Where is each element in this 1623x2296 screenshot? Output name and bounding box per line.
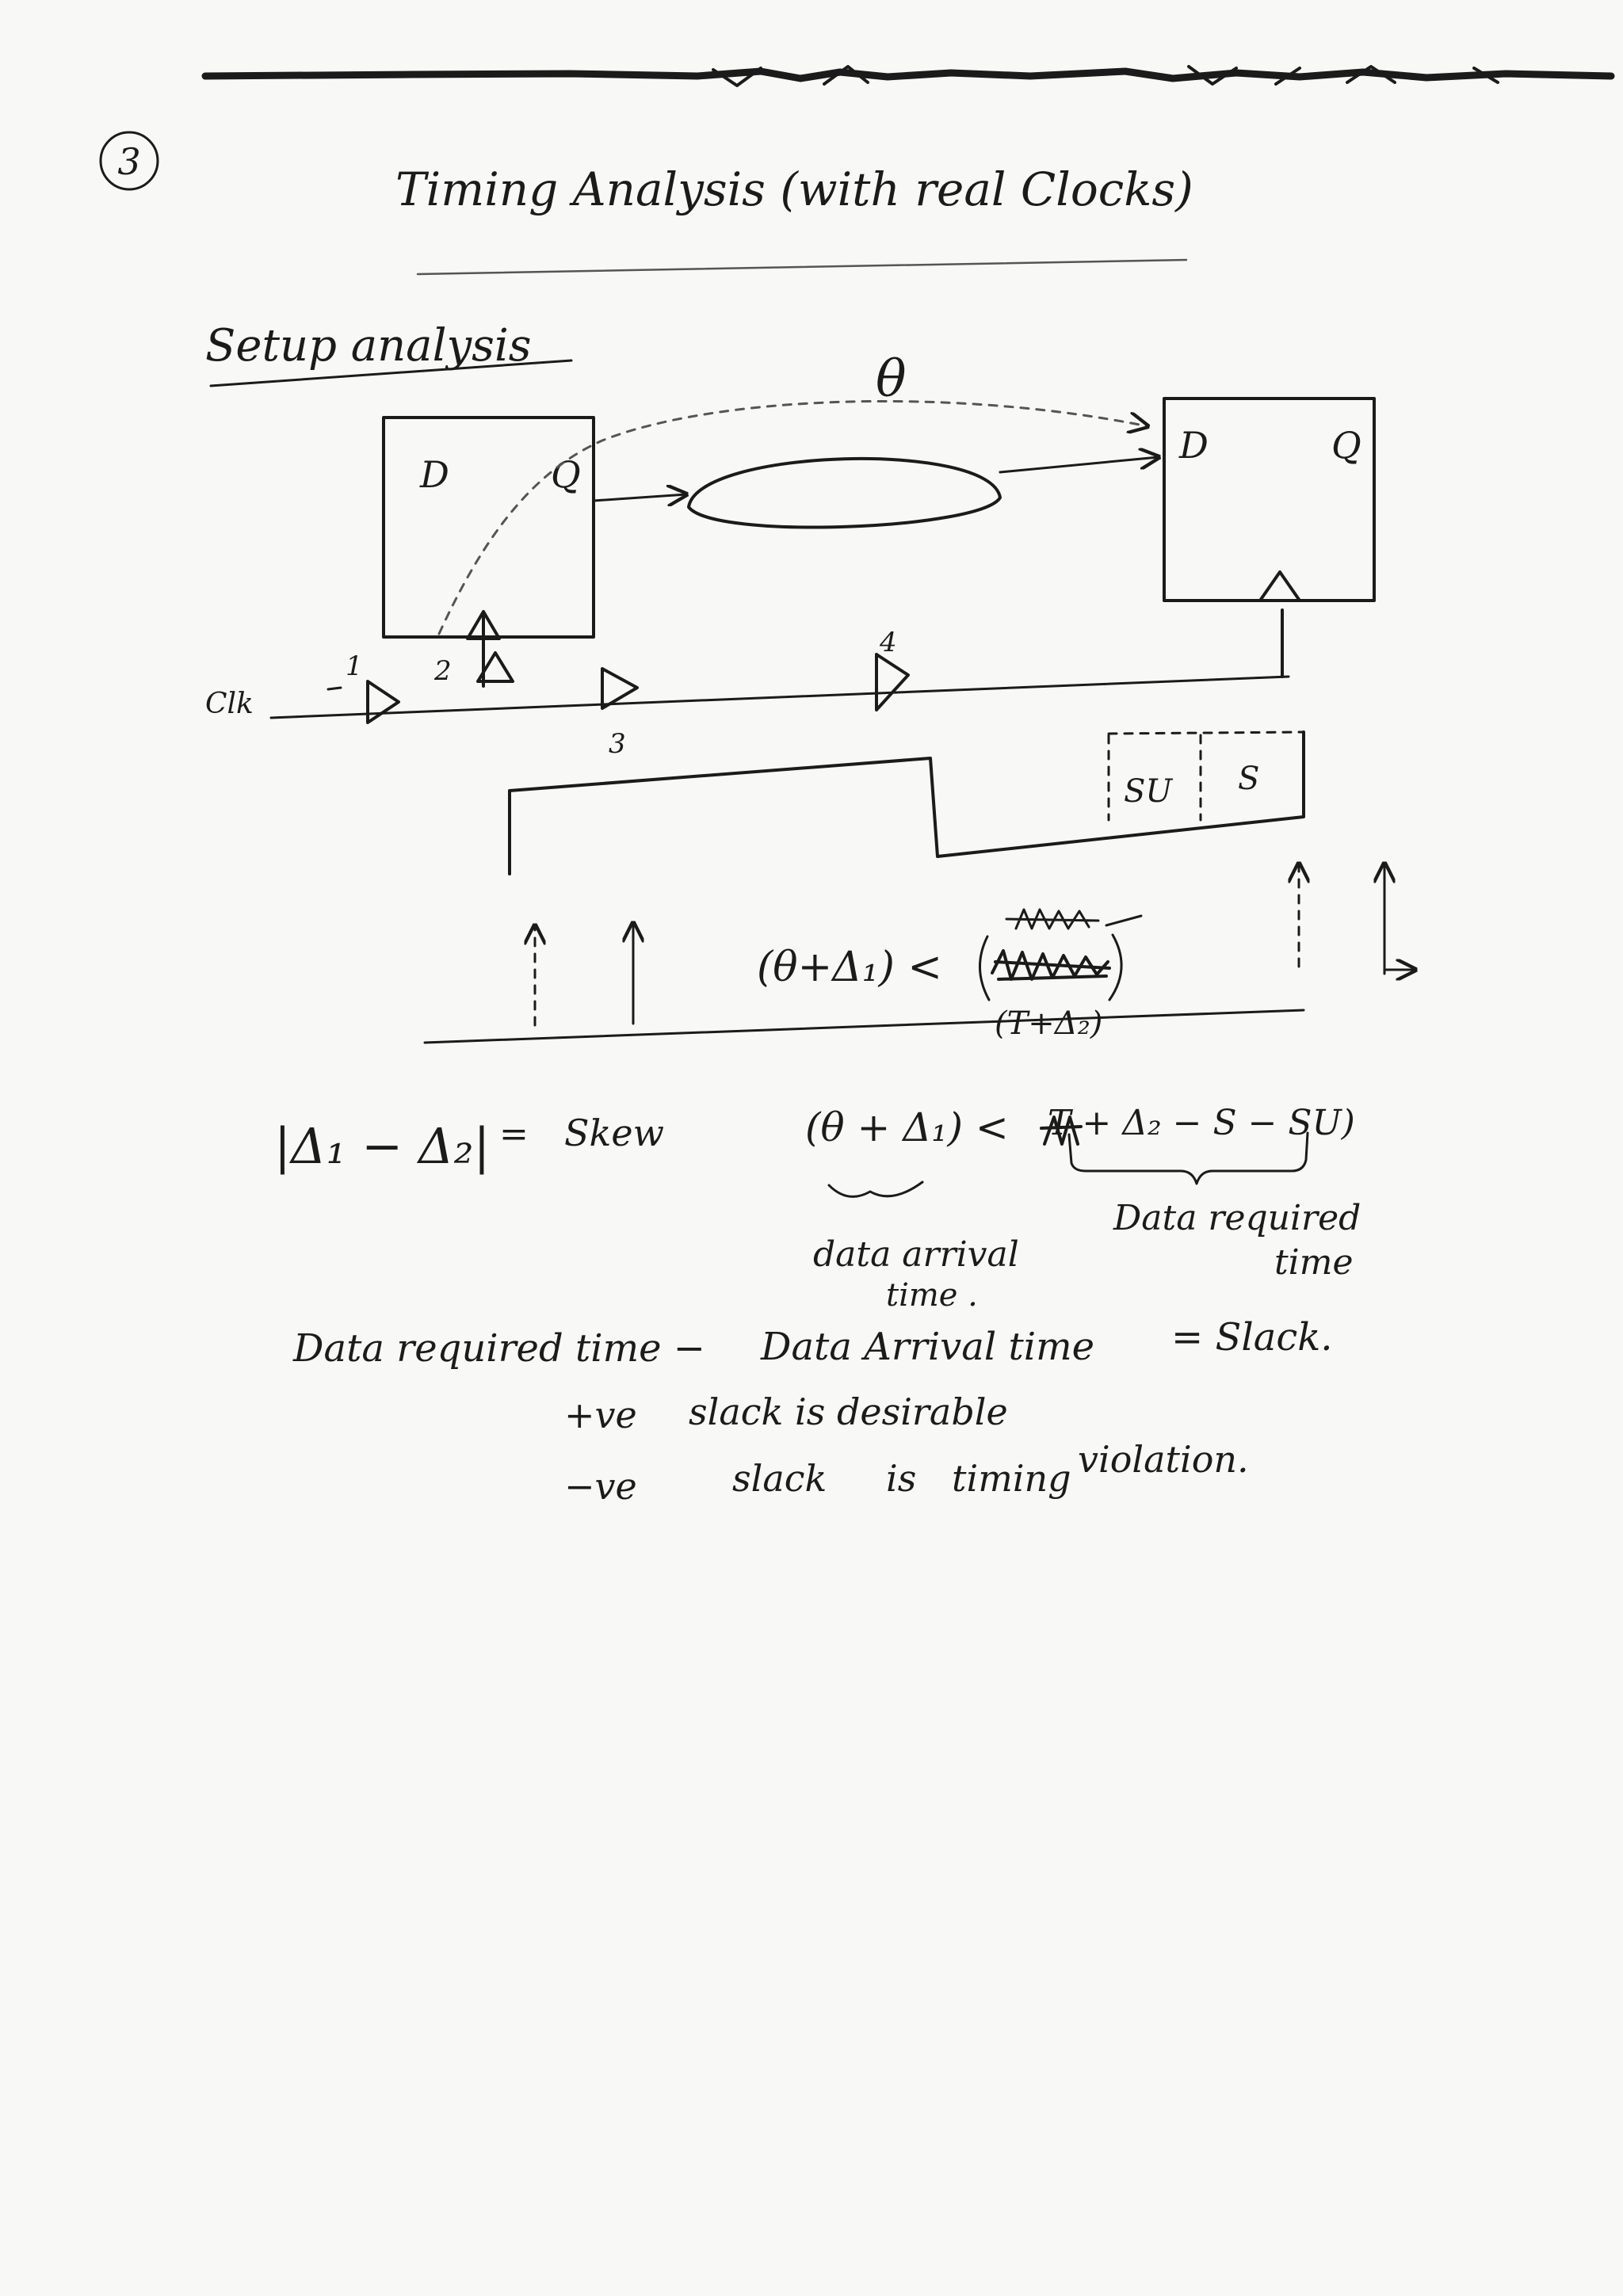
- clock-label: Clk: [205, 688, 254, 720]
- combinational-logic-cloud: [687, 456, 1002, 529]
- arrival-underbrace: [827, 1180, 924, 1198]
- slack-result: = Slack.: [1171, 1315, 1333, 1360]
- required-time-label-line2: time: [1274, 1242, 1354, 1283]
- clock-buffer-4-label: 4: [879, 627, 897, 658]
- setup-inequality-lhs: (θ + Δ₁) <: [805, 1104, 1009, 1150]
- arrival-time-label-line1: data arrival: [813, 1234, 1019, 1275]
- clock-buffer-4: [875, 653, 910, 711]
- skew-expression: |Δ₁ − Δ₂|: [274, 1117, 490, 1175]
- skew-equals: =: [499, 1114, 529, 1154]
- clock-buffer-3: [601, 667, 639, 710]
- slack-required-term: Data required time −: [292, 1326, 705, 1371]
- clock-buffer-2: [476, 651, 514, 683]
- negative-slack-word-is: is: [886, 1457, 916, 1500]
- page-number: 3: [117, 140, 140, 183]
- clock-waveform: [508, 730, 1305, 875]
- clock-buffer-1-label: 1: [346, 650, 363, 682]
- clock-buffer-3-label: 3: [609, 728, 626, 760]
- clock-net: [269, 675, 1290, 719]
- negative-slack-word-violation: violation.: [1078, 1438, 1249, 1481]
- setup-time-label: SU: [1124, 773, 1173, 810]
- capture-flip-flop: D Q: [1163, 397, 1376, 678]
- negative-slack-word-timing: timing: [952, 1457, 1071, 1500]
- page-title: Timing Analysis (with real Clocks): [395, 162, 1193, 216]
- capture-flop-clock-pin: [1258, 570, 1301, 678]
- positive-slack-sign: +ve: [564, 1394, 637, 1436]
- page-number-badge: 3: [99, 131, 159, 191]
- q-to-logic-wire: [592, 494, 686, 501]
- launch-flip-flop: D Q: [382, 416, 595, 688]
- setup-skew-window: SU S: [1107, 730, 1305, 822]
- path-delay-label: θ: [876, 350, 907, 409]
- constraint-rhs: (T+Δ₂): [995, 1005, 1102, 1042]
- arrival-time-label-line2: time .: [886, 1277, 978, 1314]
- launch-flop-q-pin: Q: [551, 453, 581, 496]
- negative-slack-sign: −ve: [564, 1465, 637, 1508]
- negative-slack-word-slack: slack: [732, 1457, 827, 1500]
- clock-buffer-1: [366, 680, 400, 724]
- heading-underline: [209, 359, 573, 387]
- logic-to-d-wire: [999, 457, 1159, 474]
- overwritten-scribble: [1040, 1116, 1083, 1146]
- required-underbrace: [1067, 1131, 1309, 1185]
- setup-inequality-rhs: T + Δ₂ − S − SU): [1048, 1103, 1355, 1143]
- positive-slack-note: slack is desirable: [689, 1390, 1008, 1433]
- clock-tick-mark: [327, 686, 342, 691]
- section-heading: Setup analysis: [205, 320, 532, 372]
- crossed-out-scribble: [979, 908, 1143, 1001]
- slack-arrival-term: Data Arrival time: [760, 1325, 1094, 1369]
- torn-page-edge: [201, 65, 1615, 87]
- skew-margin-label: S: [1238, 761, 1259, 797]
- constraint-lhs: (θ+Δ₁) <: [757, 944, 942, 991]
- time-axis: [423, 1009, 1305, 1044]
- clock-buffer-2-label: 2: [433, 655, 452, 687]
- capture-flop-q-pin: Q: [1331, 424, 1361, 467]
- title-underline: [416, 258, 1188, 276]
- capture-flop-d-pin: D: [1178, 424, 1209, 467]
- launch-flop-d-pin: D: [419, 453, 449, 496]
- data-path-dashed-arrow: [437, 399, 1148, 635]
- skew-term: Skew: [564, 1112, 664, 1154]
- required-time-label-line1: Data required: [1113, 1198, 1361, 1238]
